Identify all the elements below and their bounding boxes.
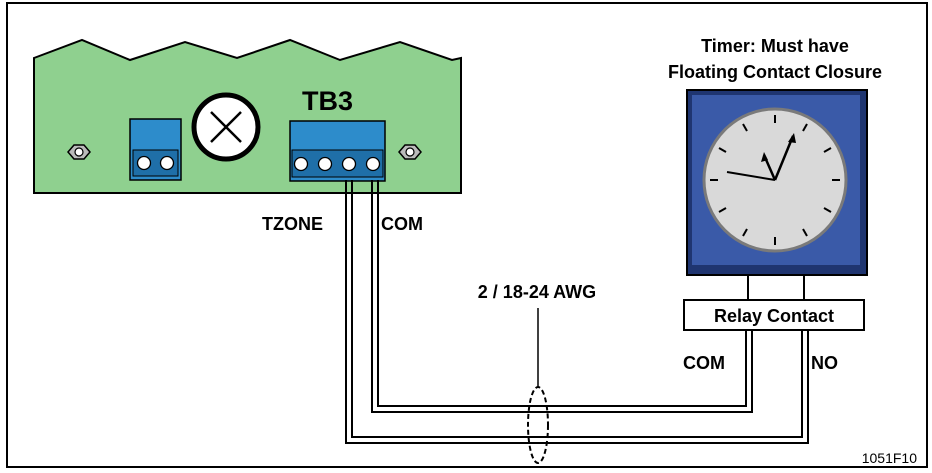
two-pin-terminal	[129, 118, 182, 181]
relay-com-label: COM	[683, 353, 725, 373]
tzone-label: TZONE	[262, 214, 323, 234]
wire-tzone-to-no-inner	[351, 180, 803, 438]
cable-bundle-marker	[527, 386, 549, 464]
tb3-label: TB3	[302, 86, 353, 116]
wire-pair	[345, 180, 809, 444]
wire-com-to-com	[371, 180, 753, 413]
clock-face-icon	[702, 107, 848, 253]
diagram-frame	[6, 2, 928, 468]
timer-title-line2: Floating Contact Closure	[668, 62, 882, 82]
wire-com-to-com-inner	[377, 180, 747, 407]
mounting-hole-left-icon	[67, 144, 91, 160]
relay-contact-box	[683, 299, 865, 331]
mounting-hole-right-icon	[398, 144, 422, 160]
cable-spec-label: 2 / 18-24 AWG	[478, 282, 596, 302]
com-label-board: COM	[381, 214, 423, 234]
figure-id: 1051F10	[862, 450, 917, 466]
relay-no-label: NO	[811, 353, 838, 373]
tb3-terminal-block	[289, 120, 386, 182]
circle-x-icon	[191, 92, 261, 162]
timer-box	[686, 89, 868, 276]
wire-tzone-to-no	[345, 180, 809, 444]
timer-title-line1: Timer: Must have	[701, 36, 849, 56]
circuit-board: TB3	[33, 38, 462, 194]
relay-contact-label: Relay Contact	[714, 306, 834, 326]
